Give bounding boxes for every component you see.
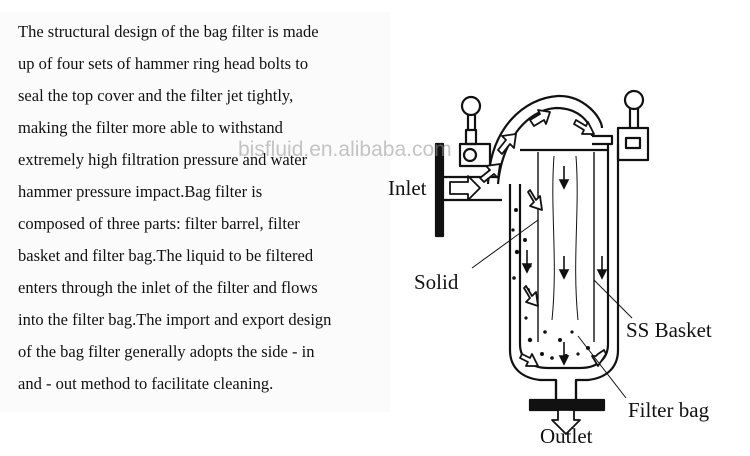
description-line: The structural design of the bag filter … (18, 22, 319, 41)
inlet-flange (434, 142, 445, 238)
filter-bag (551, 155, 555, 321)
arrow-inlet (449, 175, 481, 201)
leader-lines (471, 219, 633, 399)
down-arrows (521, 166, 608, 366)
description-line: composed of three parts: filter barrel, … (18, 214, 300, 233)
description-line: enters through the inlet of the filter a… (18, 278, 318, 297)
description-panel: The structural design of the bag filter … (0, 12, 390, 412)
eye-bolt-left (460, 95, 482, 117)
filter-barrel-left (508, 184, 558, 400)
cover-lid (486, 94, 604, 185)
description-line: up of four sets of hammer ring head bolt… (18, 54, 309, 73)
label-filter-bag: Filter bag (628, 398, 710, 422)
description-line: and - out method to facilitate cleaning. (18, 374, 274, 393)
description-line: of the bag filter generally adopts the s… (18, 342, 315, 361)
label-ss-basket: SS Basket (626, 318, 712, 342)
flow-arrows (449, 109, 607, 435)
description-line: into the filter bag.The import and expor… (18, 310, 332, 329)
bag-filter-drawing (434, 89, 650, 435)
description-line: hammer pressure impact.Bag filter is (18, 182, 263, 201)
label-inlet: Inlet (388, 176, 427, 200)
bag-filter-diagram: Inlet Solid SS Basket Filter bag Outlet (380, 80, 750, 456)
outlet-flange (528, 398, 606, 412)
leader-ss-basket (593, 279, 633, 319)
arrow-outlet (551, 409, 581, 435)
label-solid: Solid (414, 270, 459, 294)
label-outlet: Outlet (540, 424, 593, 448)
description-line: extremely high filtration pressure and w… (18, 150, 308, 169)
eye-bolt-right (623, 89, 645, 111)
outlet-pipe (554, 380, 578, 400)
description-line: basket and filter bag.The liquid to be f… (18, 246, 314, 265)
description-line: making the filter more able to withstand (18, 118, 283, 137)
leader-solid (471, 219, 539, 269)
leader-filter-bag (577, 335, 627, 399)
description-line: seal the top cover and the filter jet ti… (18, 86, 294, 105)
watermark: bisfluid.en.alibaba.com (238, 138, 452, 161)
filter-barrel-right (574, 144, 620, 400)
